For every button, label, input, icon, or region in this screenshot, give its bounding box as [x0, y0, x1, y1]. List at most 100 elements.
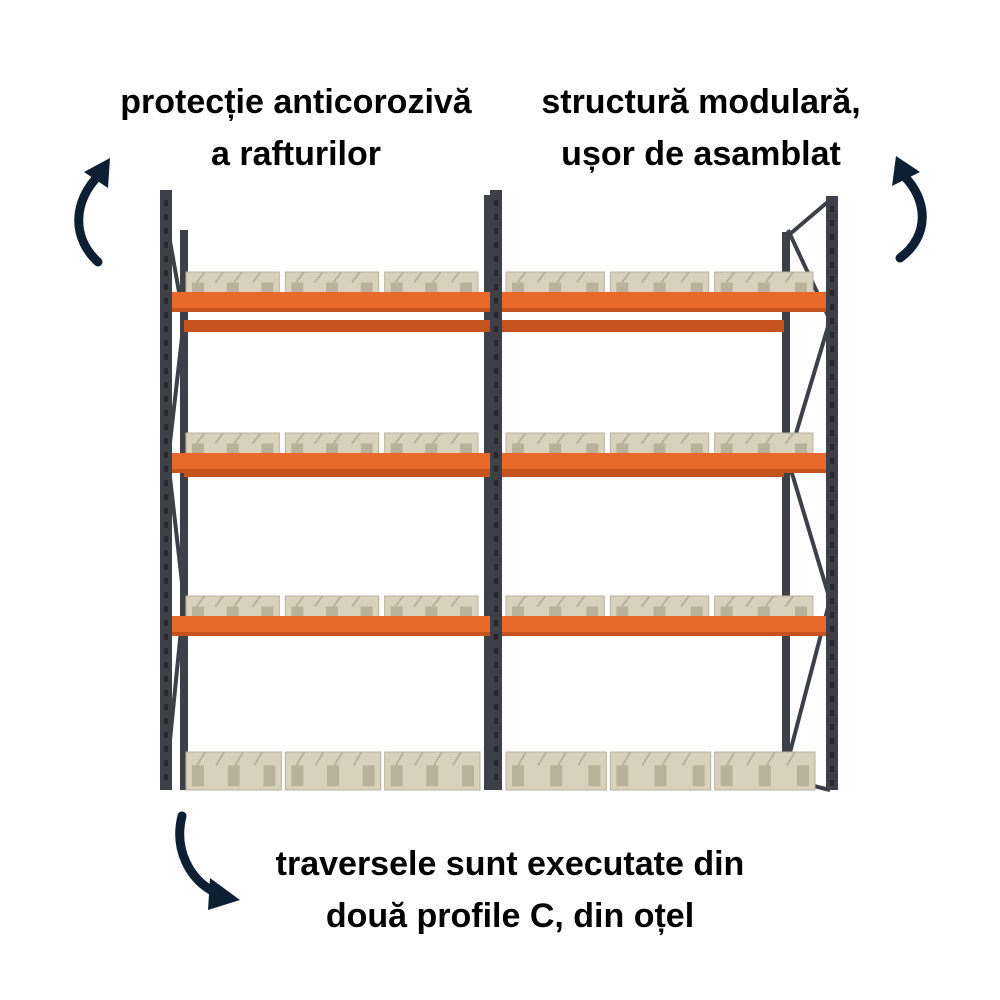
- pallet-slat: [745, 432, 755, 445]
- upright-hole: [830, 332, 834, 338]
- upright-hole: [164, 200, 168, 206]
- caption-line: traversele sunt executate din: [275, 845, 745, 883]
- upright-hole: [164, 648, 168, 654]
- upright-hole: [494, 354, 498, 360]
- pallet-slat: [394, 595, 405, 608]
- upright-hole: [830, 458, 834, 464]
- pallet-slat: [215, 751, 225, 766]
- pallet-slat: [214, 595, 225, 608]
- front-beam-lip: [166, 469, 494, 473]
- pallet-block: [512, 765, 524, 787]
- upright-hole: [164, 284, 168, 290]
- frame-top-brace: [788, 198, 832, 236]
- pallet-block: [462, 765, 474, 787]
- upright-hole: [164, 662, 168, 668]
- pallet-slat: [313, 432, 324, 445]
- upright-hole: [164, 214, 168, 220]
- pallet-slat: [621, 271, 631, 284]
- pallet-block: [550, 765, 563, 787]
- caption-line: a rafturilor: [210, 135, 382, 173]
- upright-hole: [830, 374, 834, 380]
- pallet-slat: [680, 271, 690, 284]
- upright-hole: [494, 396, 498, 402]
- upright-hole: [830, 234, 834, 240]
- pallet-slat: [452, 751, 462, 766]
- pallet-slat: [516, 271, 527, 284]
- upright-hole: [830, 668, 834, 674]
- upright-hole: [494, 438, 498, 444]
- pallet-block: [192, 765, 204, 787]
- upright-hole: [164, 704, 168, 710]
- upright-hole: [494, 536, 498, 542]
- upright-hole: [164, 270, 168, 276]
- front-beam-lip: [498, 632, 834, 636]
- pallet-slat: [745, 751, 756, 766]
- curved-arrow-up-right-icon: [892, 156, 927, 263]
- front-upright-right: [826, 196, 838, 790]
- pallet-slat: [556, 271, 566, 284]
- upright-hole: [830, 304, 834, 310]
- pallet-slat: [516, 595, 527, 608]
- upright-hole: [494, 298, 498, 304]
- pallet-slat: [556, 432, 566, 445]
- pallet-slat: [196, 751, 206, 766]
- front-beam: [498, 453, 834, 473]
- pallet-slat: [640, 432, 651, 445]
- upright-hole: [830, 640, 834, 646]
- caption-line: structură modulară,: [541, 83, 861, 121]
- upright-hole: [494, 774, 498, 780]
- upright-hole: [164, 676, 168, 682]
- pallet-block: [263, 765, 276, 787]
- front-beam: [498, 616, 834, 636]
- pallet-slat: [640, 595, 651, 608]
- pallet-slat: [433, 751, 443, 766]
- upright-hole: [494, 648, 498, 654]
- pallet-block: [390, 765, 403, 787]
- pallet-slat: [680, 595, 690, 608]
- pallet-slat: [681, 751, 692, 766]
- upright-hole: [494, 760, 498, 766]
- pallet-slat: [394, 432, 405, 445]
- upright-hole: [164, 508, 168, 514]
- upright-hole: [164, 242, 168, 248]
- pallet-block: [426, 765, 439, 787]
- front-beam: [498, 292, 834, 312]
- pallet-slat: [536, 432, 547, 445]
- pallet-slat: [725, 271, 736, 284]
- upright-hole: [164, 732, 168, 738]
- pallet-slat: [450, 432, 461, 445]
- upright-hole: [494, 242, 498, 248]
- caption-line: două profile C, din oțel: [325, 897, 695, 935]
- caption-line: protecție anticorozivă: [120, 83, 472, 121]
- upright-hole: [494, 466, 498, 472]
- pallet-slat: [450, 271, 461, 284]
- upright-hole: [494, 676, 498, 682]
- pallet-slat: [784, 432, 795, 445]
- pallet-slat: [661, 751, 672, 766]
- pallet-slat: [660, 271, 671, 284]
- pallet-slat: [394, 751, 405, 766]
- upright-hole: [830, 598, 834, 604]
- upright-hole: [164, 536, 168, 542]
- upright-hole: [494, 522, 498, 528]
- upright-hole: [830, 472, 834, 478]
- upright-hole: [830, 696, 834, 702]
- pallet-block: [654, 765, 667, 787]
- upright-hole: [164, 746, 168, 752]
- pallet-block: [291, 765, 304, 787]
- upright-hole: [164, 340, 168, 346]
- upright-hole: [830, 500, 834, 506]
- pallet-slat: [431, 595, 442, 608]
- upright-hole: [830, 626, 834, 632]
- front-upright-middle: [490, 190, 502, 790]
- curved-arrow-up-left-icon: [74, 158, 110, 267]
- pallet-slat: [313, 271, 324, 284]
- front-beam: [166, 453, 494, 473]
- rear-upright-right: [782, 232, 790, 790]
- pallet-slat: [314, 751, 325, 766]
- pallet-block: [616, 765, 629, 787]
- upright-hole: [830, 206, 834, 212]
- upright-hole: [164, 634, 168, 640]
- frame-bracing-left: [166, 229, 186, 761]
